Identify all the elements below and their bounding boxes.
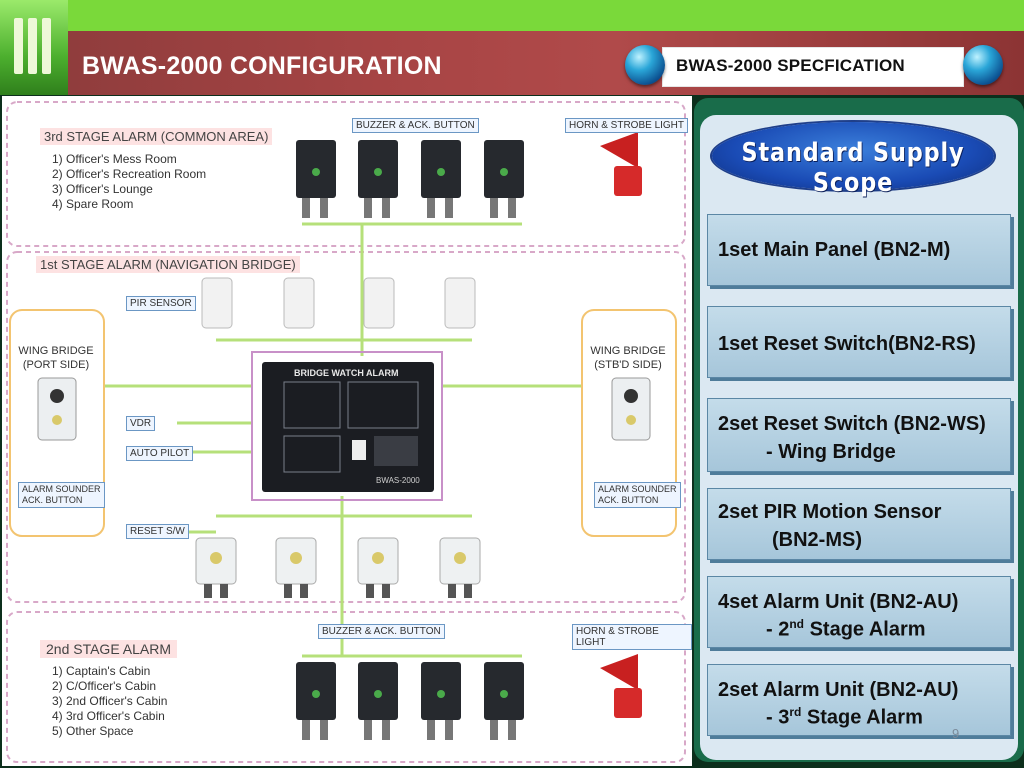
pir-sensor-label: PIR SENSOR: [126, 296, 196, 311]
list-item: 4) Spare Room: [52, 197, 134, 211]
list-item: 1set Reset Switch(BN2-RS): [707, 306, 1011, 378]
reset-sw-label: RESET S/W: [126, 524, 189, 539]
item-line2: - 2nd Stage Alarm: [766, 617, 926, 641]
vdr-label: VDR: [126, 416, 156, 431]
main-panel-model: BWAS-2000: [376, 476, 420, 485]
bottom-horn-label: HORN & STROBE LIGHT: [572, 624, 692, 650]
scope-title: Standard Supply Scope: [741, 138, 965, 198]
list-item: 1set Main Panel (BN2-M): [707, 214, 1011, 286]
third-stage-heading: 3rd STAGE ALARM (COMMON AREA): [40, 128, 273, 145]
list-item: 4set Alarm Unit (BN2-AU) - 2nd Stage Ala…: [707, 576, 1011, 648]
list-item: 2) Officer's Recreation Room: [52, 167, 207, 181]
page-title: BWAS-2000 CONFIGURATION: [82, 52, 442, 80]
list-item: 3) Officer's Lounge: [52, 182, 153, 196]
first-stage-heading: 1st STAGE ALARM (NAVIGATION BRIDGE): [36, 256, 300, 273]
alarm-sounder-stbd-label: ALARM SOUNDER ACK. BUTTON: [594, 482, 681, 508]
list-item: 3) 2nd Officer's Cabin: [52, 694, 168, 708]
list-item: 2set Alarm Unit (BN2-AU) - 3rd Stage Ala…: [707, 664, 1011, 736]
wing-port-label: WING BRIDGE (PORT SIDE): [18, 345, 94, 371]
item-line2: - 3rd Stage Alarm: [766, 705, 923, 729]
list-item: 5) Other Space: [52, 724, 134, 738]
alarm-sounder-port-label: ALARM SOUNDER ACK. BUTTON: [18, 482, 105, 508]
top-horn-label: HORN & STROBE LIGHT: [565, 118, 689, 133]
top-accent-bar: [0, 0, 1024, 31]
sphere-icon-left: [625, 45, 665, 85]
wing-stbd-label: WING BRIDGE (STB'D SIDE): [590, 345, 666, 371]
list-item: 2set Reset Switch (BN2-WS) - Wing Bridge: [707, 398, 1011, 472]
scope-title-oval: [712, 122, 994, 190]
list-item: 2) C/Officer's Cabin: [52, 679, 157, 693]
autopilot-label: AUTO PILOT: [126, 446, 194, 461]
list-item: 2set PIR Motion Sensor (BN2-MS): [707, 488, 1011, 560]
second-stage-heading: 2nd STAGE ALARM: [40, 640, 178, 658]
sphere-icon-right: [963, 45, 1003, 85]
bottom-buzzer-label: BUZZER & ACK. BUTTON: [318, 624, 445, 639]
top-buzzer-label: BUZZER & ACK. BUTTON: [352, 118, 479, 133]
list-item: 1) Officer's Mess Room: [52, 152, 177, 166]
list-item: 1) Captain's Cabin: [52, 664, 151, 678]
list-item: 4) 3rd Officer's Cabin: [52, 709, 165, 723]
spec-link-label[interactable]: BWAS-2000 SPECFICATION: [676, 56, 905, 75]
third-stage-room-list: 1) Officer's Mess Room 2) Officer's Recr…: [52, 152, 206, 212]
main-panel-title: BRIDGE WATCH ALARM: [294, 368, 399, 378]
spec-link-box[interactable]: [662, 47, 964, 87]
second-stage-room-list: 1) Captain's Cabin 2) C/Officer's Cabin …: [52, 664, 167, 739]
configuration-diagram: 3rd STAGE ALARM (COMMON AREA) 1) Officer…: [2, 96, 692, 766]
page-number: 9: [952, 726, 960, 741]
logo: [0, 0, 68, 95]
